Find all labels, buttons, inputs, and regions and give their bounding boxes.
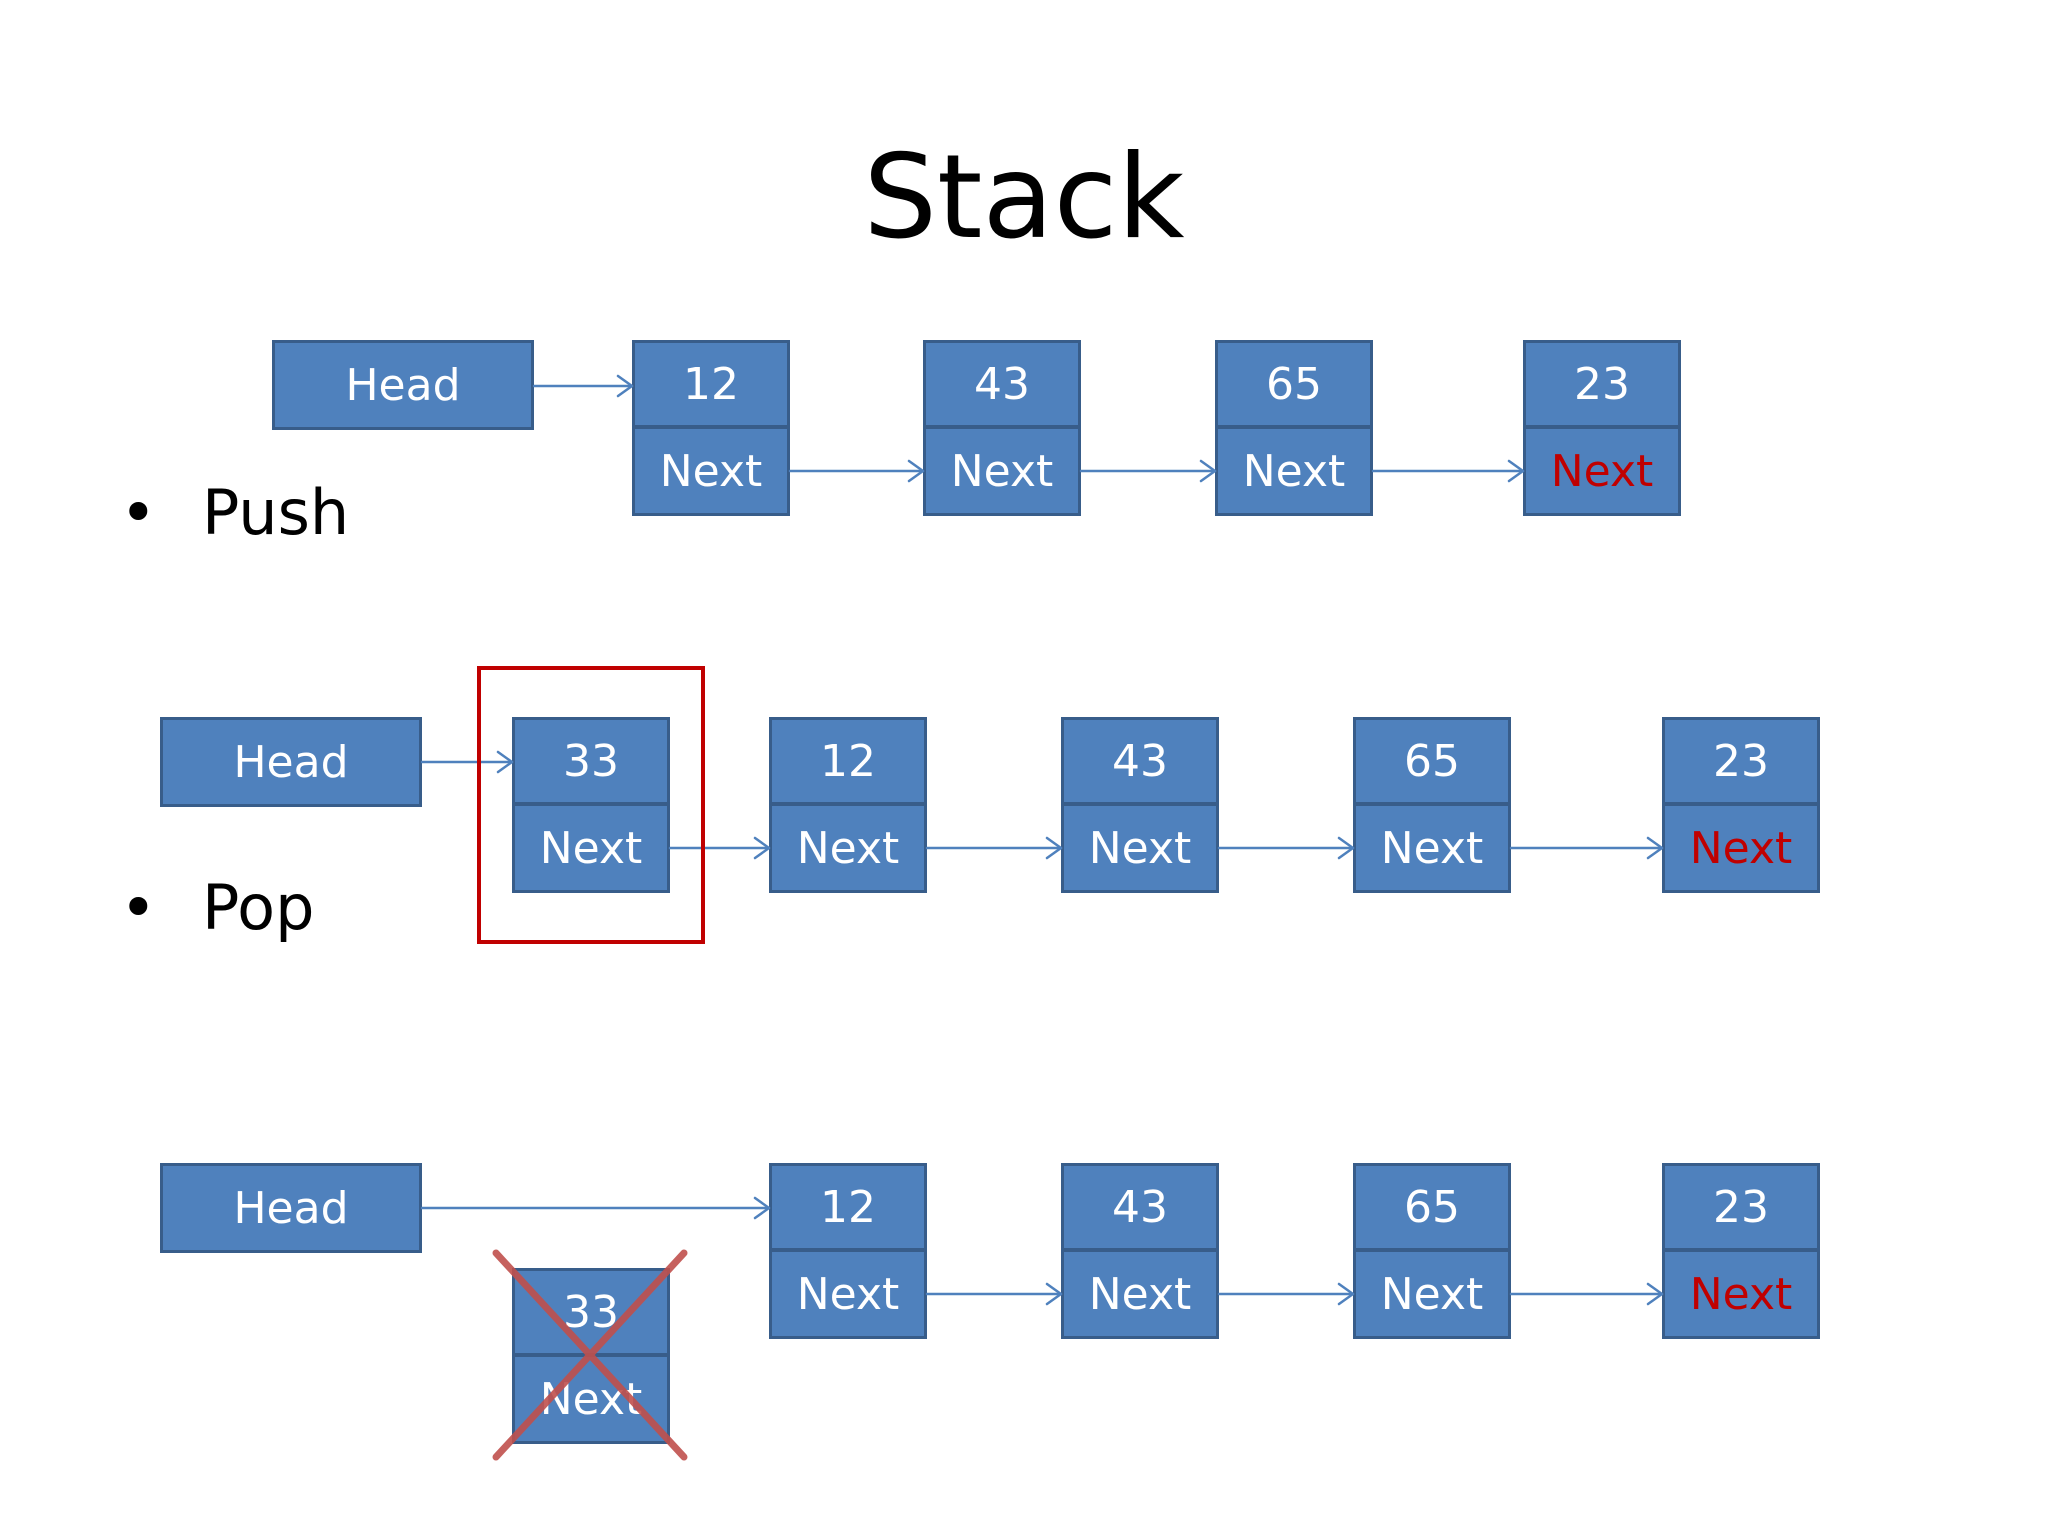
head-box: Head: [160, 1163, 422, 1253]
pushed-node-next: Next: [512, 803, 670, 893]
head-box: Head: [272, 340, 534, 430]
pointer-arrow: [1509, 1282, 1664, 1306]
node-next: Next: [1353, 1249, 1511, 1339]
bullet-pop-label: Pop: [202, 871, 315, 944]
slide-title: Stack: [863, 130, 1185, 265]
pointer-arrow: [420, 750, 514, 774]
node-next-null: Next: [1662, 803, 1820, 893]
node-value: 43: [1061, 1163, 1219, 1251]
pointer-arrow: [420, 1196, 771, 1220]
node-value: 12: [632, 340, 790, 428]
bullet-dot: •: [120, 871, 157, 944]
pointer-arrow: [925, 836, 1063, 860]
bullet-pop: • Pop: [120, 870, 314, 946]
pointer-arrow: [1217, 1282, 1355, 1306]
node-value: 65: [1353, 1163, 1511, 1251]
node-value: 23: [1523, 340, 1681, 428]
node-value: 23: [1662, 717, 1820, 805]
node-value: 65: [1353, 717, 1511, 805]
node-value: 12: [769, 717, 927, 805]
node-next: Next: [1061, 803, 1219, 893]
node-value: 65: [1215, 340, 1373, 428]
node-value: 43: [1061, 717, 1219, 805]
node-next-null: Next: [1523, 426, 1681, 516]
node-value: 43: [923, 340, 1081, 428]
node-next: Next: [1061, 1249, 1219, 1339]
node-value: 23: [1662, 1163, 1820, 1251]
node-value: 12: [769, 1163, 927, 1251]
head-box: Head: [160, 717, 422, 807]
removed-node-next: Next: [512, 1354, 670, 1444]
bullet-push-label: Push: [202, 476, 350, 549]
pointer-arrow: [1217, 836, 1355, 860]
pointer-arrow: [532, 374, 634, 398]
removed-node-value: 33: [512, 1268, 670, 1356]
node-next: Next: [1215, 426, 1373, 516]
pointer-arrow: [668, 836, 771, 860]
pointer-arrow: [925, 1282, 1063, 1306]
bullet-push: • Push: [120, 475, 349, 551]
pointer-arrow: [788, 459, 925, 483]
node-next: Next: [923, 426, 1081, 516]
node-next: Next: [632, 426, 790, 516]
bullet-dot: •: [120, 476, 157, 549]
node-next: Next: [769, 1249, 927, 1339]
pointer-arrow: [1371, 459, 1525, 483]
pointer-arrow: [1509, 836, 1664, 860]
node-next-null: Next: [1662, 1249, 1820, 1339]
pushed-node-value: 33: [512, 717, 670, 805]
pointer-arrow: [1079, 459, 1217, 483]
node-next: Next: [1353, 803, 1511, 893]
node-next: Next: [769, 803, 927, 893]
